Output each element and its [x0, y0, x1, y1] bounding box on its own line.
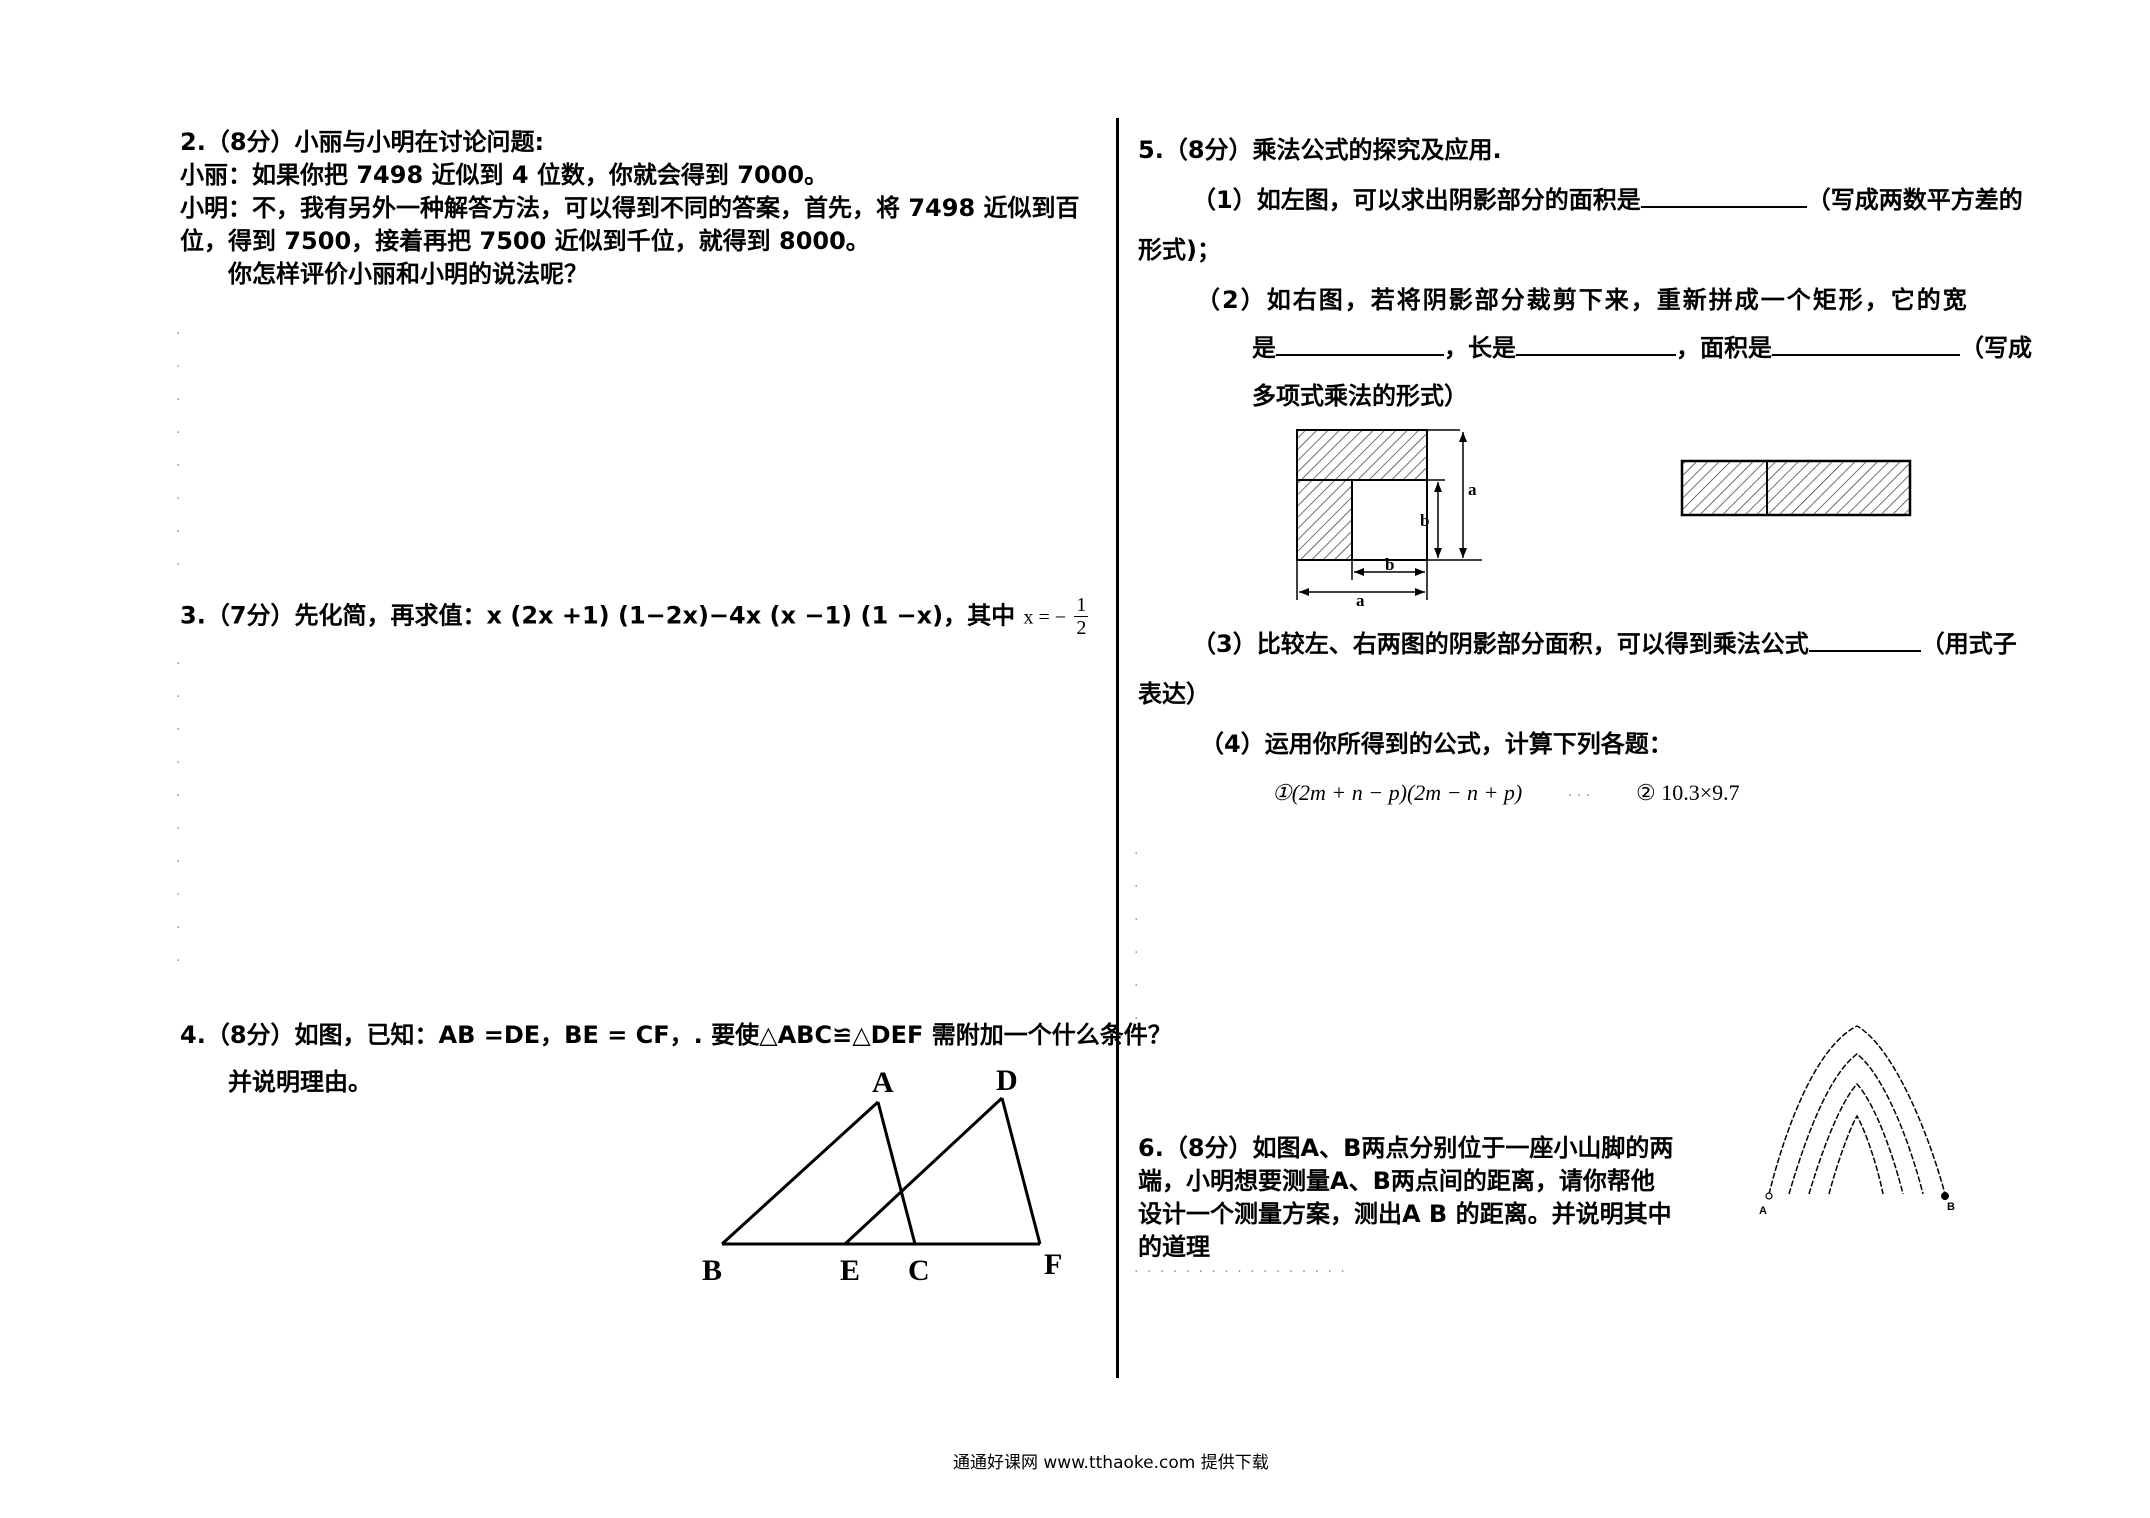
- q6-mountain-figure: A B: [1759, 1025, 1955, 1217]
- q6-point-b-label: B: [1947, 1201, 1955, 1213]
- q5-part-2-line-2: 是 ，长是 ，面积是 （写成: [1252, 328, 2032, 363]
- q3-expression: 3.（7分）先化简，再求值：x (2x +1) (1−2x)−4x (x −1)…: [180, 601, 1016, 630]
- q5-label-a-bottom: a: [1356, 591, 1365, 610]
- q2-answer-space: ········: [176, 326, 181, 573]
- q4-line-2: 并说明理由。: [228, 1068, 372, 1096]
- q4-line-1: 4.（8分）如图，已知：AB =DE，BE = CF，. 要使△ABC≌△DEF…: [180, 1021, 1172, 1049]
- q5-label-b-right: b: [1420, 511, 1429, 530]
- q4-side-ab: [720, 1100, 880, 1246]
- q5-part-2-width-label: 是: [1252, 334, 1276, 362]
- q4-point-c: C: [908, 1254, 930, 1287]
- q4-side-ac: [876, 1101, 917, 1245]
- q5-part-3: （3）比较左、右两图的阴影部分面积，可以得到乘法公式 （用式子: [1192, 624, 2017, 659]
- q6-contour-3: [1808, 1082, 1904, 1195]
- q3-fraction-numerator: 1: [1074, 594, 1089, 617]
- q5-title: 5.（8分）乘法公式的探究及应用.: [1138, 136, 1502, 164]
- q3-text: 3.（7分）先化简，再求值：x (2x +1) (1−2x)−4x (x −1)…: [180, 594, 1089, 639]
- q6-line-3: 设计一个测量方案，测出A B 的距离。并说明其中: [1138, 1200, 1672, 1228]
- q5-part-2-length-label: ，长是: [1444, 334, 1516, 362]
- q6-point-a-label: A: [1759, 1205, 1767, 1217]
- q3-x-label: x = −: [1023, 606, 1066, 629]
- q6-line-2: 端，小明想要测量A、B两点间的距离，请你帮他: [1138, 1167, 1655, 1195]
- q5-calc-2: ② 10.3×9.7: [1636, 780, 1740, 805]
- q5-part-2-line-1: （2）如右图，若将阴影部分裁剪下来，重新拼成一个矩形，它的宽: [1196, 286, 1969, 314]
- q3-fraction-denominator: 2: [1076, 617, 1087, 639]
- q4-triangle-figure: A D B E C F: [702, 1064, 1062, 1287]
- q6-contour-4: [1828, 1114, 1884, 1195]
- q5-right-rectangle: [1680, 459, 1912, 517]
- q3-answer-space: ··········: [176, 656, 181, 969]
- q4-side-df: [1000, 1097, 1042, 1245]
- q6-contour-2: [1788, 1053, 1924, 1195]
- q5-calc-spacer: . . .: [1568, 784, 1591, 800]
- q5-part-2-area-label: ，面积是: [1676, 334, 1772, 362]
- q6-contour-1: [1768, 1025, 1946, 1195]
- q2-line-2: 小明：不，我有另外一种解答方法，可以得到不同的答案，首先，将 7498 近似到百: [180, 194, 1080, 222]
- q5-blank-width[interactable]: [1276, 332, 1444, 356]
- q5-right-figure: [1680, 459, 1912, 517]
- q5-part-1-hint: （写成两数平方差的: [1806, 186, 2023, 214]
- q6-line-1: 6.（8分）如图A、B两点分别位于一座小山脚的两: [1138, 1134, 1674, 1162]
- q3-fraction: 1 2: [1074, 594, 1089, 639]
- q6-point-a-marker: [1765, 1192, 1773, 1200]
- q5-blank-area[interactable]: [1772, 332, 1960, 356]
- q6-line-4: 的道理: [1138, 1233, 1210, 1261]
- q2-title: 2.（8分）小丽与小明在讨论问题:: [180, 128, 545, 156]
- page-footer: 通通好课网 www.tthaoke.com 提供下载: [953, 1453, 1269, 1473]
- q5-left-figure: a b b a: [1296, 429, 1482, 610]
- q5-part-2-hint: （写成: [1960, 334, 2032, 362]
- q5-part-1-tail: 形式)；: [1138, 236, 1221, 264]
- q4-point-f: F: [1044, 1248, 1062, 1281]
- q4-side-de: [843, 1096, 1004, 1246]
- q6-point-b-marker: [1941, 1192, 1949, 1200]
- q4-point-d: D: [996, 1064, 1018, 1097]
- q5-blank-formula[interactable]: [1808, 628, 1921, 652]
- q2-line-1: 小丽：如果你把 7498 近似到 4 位数，你就会得到 7000。: [180, 161, 829, 189]
- q4-point-b: B: [702, 1254, 722, 1287]
- q4-point-a: A: [872, 1066, 894, 1099]
- q5-part-3-tail: 表达）: [1138, 680, 1210, 708]
- q5-part-1: （1）如左图，可以求出阴影部分的面积是 （写成两数平方差的: [1192, 180, 2023, 215]
- q2-question: 你怎样评价小丽和小明的说法呢？: [228, 260, 588, 288]
- q5-answer-space: ······: [1134, 846, 1139, 1027]
- q5-part-3-hint: （用式子: [1920, 630, 2017, 658]
- q5-label-a-right: a: [1468, 480, 1477, 499]
- q5-left-inner-square: [1351, 479, 1428, 561]
- q5-blank-length[interactable]: [1516, 332, 1676, 356]
- q5-part-1-text: （1）如左图，可以求出阴影部分的面积是: [1192, 186, 1641, 214]
- q6-answer-space: · · · · · · · · · · · · · · · · ·: [1134, 1264, 1347, 1280]
- q5-calc-1: ①(2m + n − p)(2m − n + p): [1272, 780, 1523, 805]
- q5-part-3-text: （3）比较左、右两图的阴影部分面积，可以得到乘法公式: [1192, 630, 1809, 658]
- q4-point-e: E: [840, 1254, 860, 1287]
- q5-part-4: （4）运用你所得到的公式，计算下列各题：: [1200, 730, 1673, 758]
- q5-blank-1[interactable]: [1640, 184, 1807, 208]
- q5-part-2-line-3: 多项式乘法的形式）: [1252, 382, 1468, 410]
- q2-line-3: 位，得到 7500，接着再把 7500 近似到千位，就得到 8000。: [180, 227, 870, 255]
- column-divider: [1116, 118, 1119, 1378]
- q5-label-b-bottom: b: [1385, 555, 1394, 574]
